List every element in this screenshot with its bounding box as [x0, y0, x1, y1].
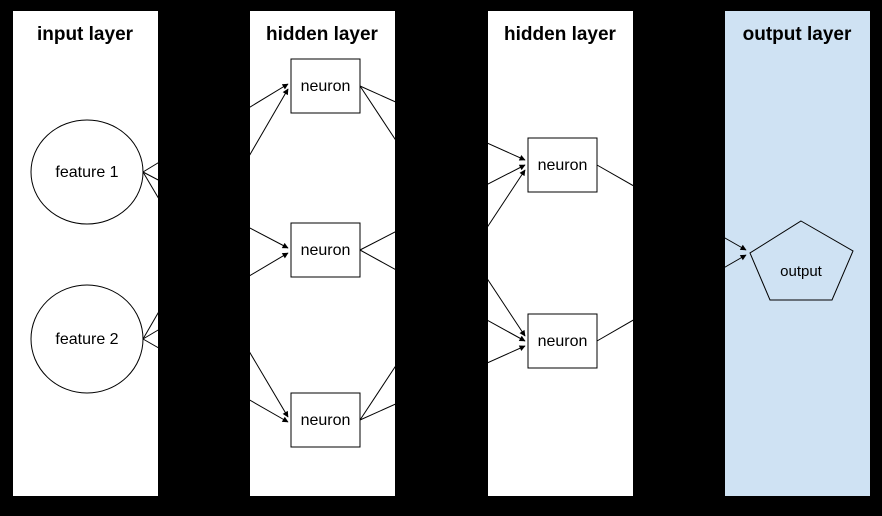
- edge-feature1-to-h1n3: [142, 171, 289, 418]
- feature-1-node: [30, 119, 144, 225]
- hidden1-neuron-1-node: [290, 58, 361, 114]
- edge-feature2-to-h1n3: [142, 338, 289, 423]
- hidden-layer-2-title: hidden layer: [504, 24, 617, 45]
- hidden1-neuron-3-node: [290, 392, 361, 448]
- edge-h1n2-to-h2n1: [359, 164, 526, 251]
- edge-h1n3-to-h2n2: [359, 345, 526, 421]
- edge-feature2-to-h1n2: [142, 252, 289, 340]
- hidden2-neuron-2-node: [527, 313, 598, 369]
- edge-h2n2-to-output: [596, 254, 747, 342]
- edge-feature2-to-h1n1: [142, 88, 289, 340]
- hidden2-neuron-1-node: [527, 137, 598, 193]
- hidden1-neuron-2-node: [290, 222, 361, 278]
- hidden2-neuron-2-label: neuron: [538, 333, 588, 350]
- hidden-layer-2-panel: [488, 11, 633, 496]
- edge-h1n1-to-h2n1: [359, 85, 526, 161]
- edge-feature1-to-h1n2: [142, 171, 289, 249]
- edge-h1n3-to-h2n1: [359, 169, 526, 421]
- output-node: [749, 220, 854, 301]
- output-layer-title: output layer: [743, 24, 852, 45]
- hidden1-neuron-2-label: neuron: [301, 242, 351, 259]
- hidden2-neuron-1-label: neuron: [538, 157, 588, 174]
- feature-2-node: [30, 284, 144, 394]
- hidden1-neuron-3-label: neuron: [301, 412, 351, 429]
- input-layer-panel: [13, 11, 158, 496]
- feature-2-label: feature 2: [55, 331, 118, 348]
- edge-h2n1-to-output: [596, 164, 747, 251]
- edge-feature1-to-h1n1: [142, 83, 289, 173]
- output-label: output: [780, 263, 823, 280]
- connection-lines: [142, 83, 747, 423]
- hidden-layer-1-title: hidden layer: [266, 24, 379, 45]
- hidden1-neuron-1-label: neuron: [301, 78, 351, 95]
- edge-h1n1-to-h2n2: [359, 85, 526, 337]
- feature-1-label: feature 1: [55, 164, 118, 181]
- input-layer-title: input layer: [37, 24, 134, 45]
